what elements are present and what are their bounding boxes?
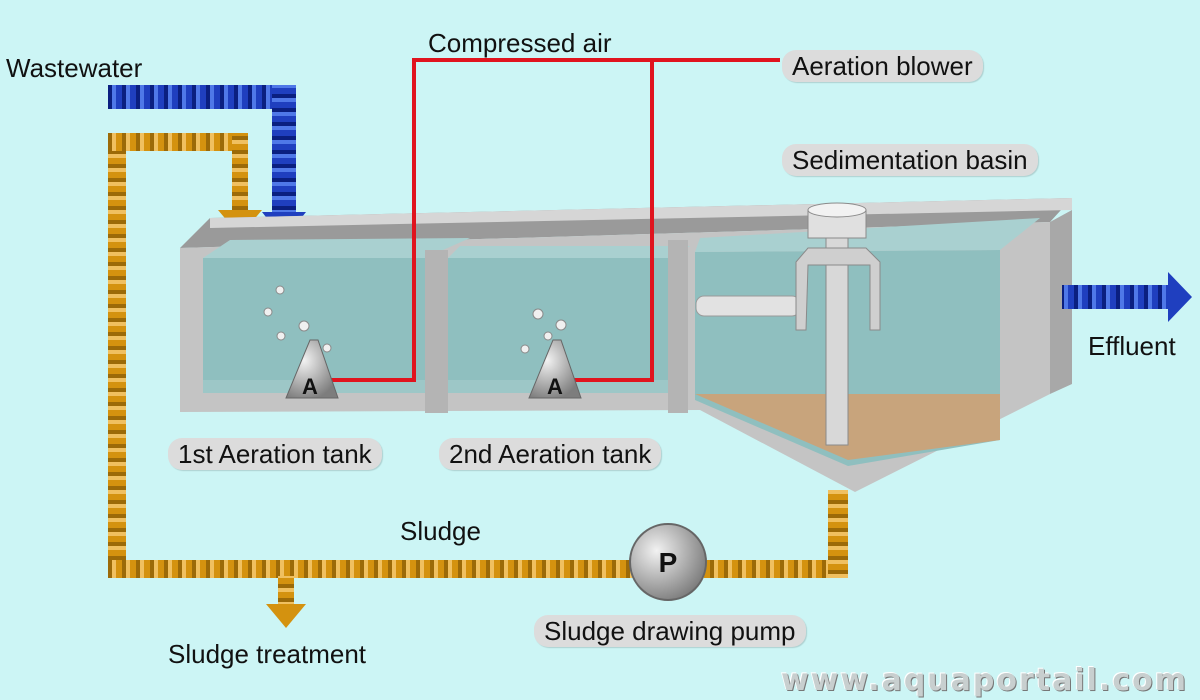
effluent-arrow xyxy=(1062,272,1192,322)
sedimentation-basin-label: Sedimentation basin xyxy=(782,144,1038,176)
svg-text:P: P xyxy=(659,547,678,578)
tank-divider xyxy=(668,240,688,413)
sludge-treatment-arrow xyxy=(266,604,306,628)
sludge-label: Sludge xyxy=(400,516,481,546)
sedimentation-basin xyxy=(695,202,1040,466)
watermark: www.aquaportail.com xyxy=(780,663,1188,698)
svg-text:A: A xyxy=(302,374,318,399)
aeration-blower-label: Aeration blower xyxy=(782,50,983,82)
air-bubbles xyxy=(263,285,567,354)
compressed-air-label: Compressed air xyxy=(428,28,612,58)
wastewater-label: Wastewater xyxy=(6,53,143,83)
compressed-air-line xyxy=(322,58,780,382)
effluent-label: Effluent xyxy=(1088,331,1176,361)
tank1-label: 1st Aeration tank xyxy=(168,438,382,470)
inlet-pipe xyxy=(695,295,801,317)
tank-divider xyxy=(425,250,448,413)
pump-label: Sludge drawing pump xyxy=(534,615,806,647)
tank2-label: 2nd Aeration tank xyxy=(439,438,662,470)
diffuser-2: A xyxy=(528,339,582,399)
sludge-treatment-label: Sludge treatment xyxy=(168,639,367,669)
svg-text:A: A xyxy=(547,374,563,399)
sludge-pump: P xyxy=(629,523,707,601)
baffle xyxy=(795,247,881,331)
diffuser-1: A xyxy=(285,339,339,399)
